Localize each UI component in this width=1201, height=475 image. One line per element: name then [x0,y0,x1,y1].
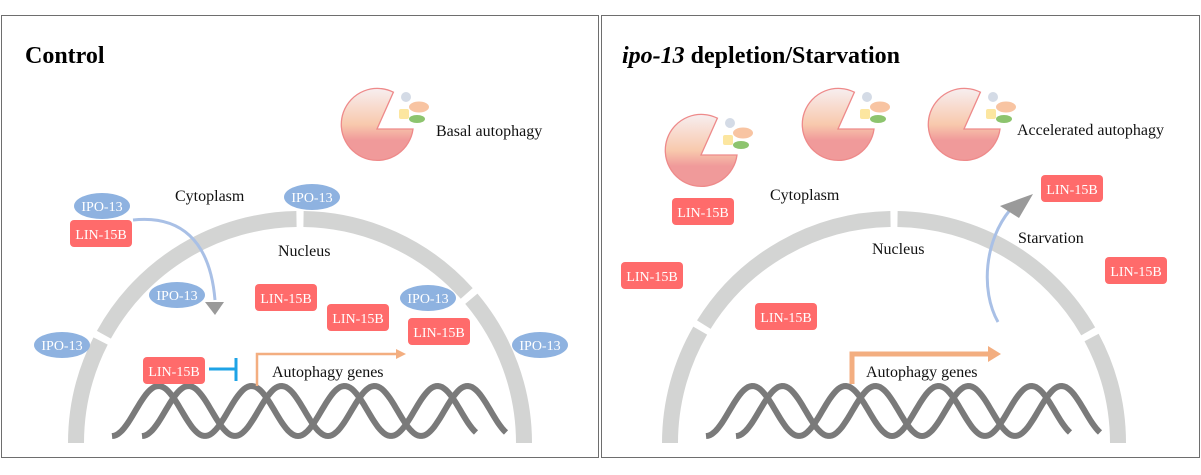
ipo-13-ellipse: IPO-13 [149,282,205,308]
dna-strand [141,382,509,440]
control-title: Control [25,43,105,69]
autophagosome-icon [664,113,753,187]
cargo-icon [870,101,890,113]
cytoplasm-label: Cytoplasm [770,187,840,204]
nuclear-envelope [662,211,1126,444]
cargo-icon [733,127,753,139]
svg-text:LIN-15B: LIN-15B [1046,183,1097,198]
mitochondrion-icon [409,115,425,123]
svg-text:IPO-13: IPO-13 [519,339,560,354]
svg-text:LIN-15B: LIN-15B [1110,265,1161,280]
envelope-segment [68,337,108,444]
depletion-starvation-panel [601,15,1200,458]
svg-text:IPO-13: IPO-13 [81,200,122,215]
lin-15b-box: LIN-15B [1105,257,1167,284]
svg-text:LIN-15B: LIN-15B [332,312,383,327]
ipo-13-ellipse: IPO-13 [512,332,568,358]
transcription-arrow [849,351,990,384]
lin-15b-box: LIN-15B [143,357,205,384]
cargo-icon [996,101,1016,113]
transcription-arrow [255,352,398,386]
autophagy-genes-label: Autophagy genes [866,364,978,381]
lin-15b-box: LIN-15B [70,220,132,247]
envelope-segment [897,211,1096,336]
arrow-head-icon [205,302,224,315]
lin-15b-box: LIN-15B [1041,175,1103,202]
mitochondrion-icon [996,115,1012,123]
cargo-icon [723,135,733,145]
lin-15b-box: LIN-15B [255,284,317,311]
accelerated-autophagy-label: Accelerated autophagy [1017,122,1164,139]
mitochondrion-icon [870,115,886,123]
svg-text:LIN-15B: LIN-15B [260,292,311,307]
arrow-head-icon [1000,194,1033,218]
autophagosome-icon [801,87,890,161]
lin-15b-box: LIN-15B [755,303,817,330]
svg-text:IPO-13: IPO-13 [156,289,197,304]
envelope-segment [303,211,473,299]
mitochondrion-icon [733,141,749,149]
dna-helix [111,382,509,440]
svg-text:LIN-15B: LIN-15B [75,228,126,243]
cargo-icon [725,118,735,128]
starvation-label: Starvation [1018,230,1084,247]
svg-text:LIN-15B: LIN-15B [760,311,811,326]
envelope-segment [1084,333,1126,444]
basal-autophagy-label: Basal autophagy [436,123,542,140]
svg-text:LIN-15B: LIN-15B [626,270,677,285]
ipo-13-ellipse: IPO-13 [74,193,130,219]
nuclear-envelope [68,211,532,444]
svg-text:LIN-15B: LIN-15B [148,365,199,380]
envelope-segment [465,293,532,444]
svg-text:LIN-15B: LIN-15B [677,206,728,221]
nuclear-import-arrow [132,217,217,301]
nuclear-export-arrow [985,209,1012,323]
ipo-13-ellipse: IPO-13 [400,285,456,311]
svg-text:IPO-13: IPO-13 [407,292,448,307]
cargo-icon [399,109,409,119]
autophagosome-icon [927,87,1016,161]
autophagosome-icon [340,87,429,161]
lin-15b-box: LIN-15B [672,198,734,225]
svg-text:LIN-15B: LIN-15B [413,326,464,341]
cargo-icon [988,92,998,102]
svg-text:IPO-13: IPO-13 [291,191,332,206]
autophagy-genes-label: Autophagy genes [272,364,384,381]
nucleus-label: Nucleus [872,241,924,258]
lin-15b-box: LIN-15B [408,318,470,345]
nucleus-label: Nucleus [278,243,330,260]
dna-helix [705,382,1103,440]
arrow-head-icon [988,346,1001,362]
lin-15b-box: LIN-15B [621,262,683,289]
dna-strand [735,382,1103,440]
envelope-segment [96,211,297,339]
arrow-head-icon [396,349,406,359]
lin-15b-box: LIN-15B [327,304,389,331]
cargo-icon [401,92,411,102]
depletion-title: ipo-13 depletion/Starvation [622,43,900,69]
cargo-icon [860,109,870,119]
ipo-13-ellipse: IPO-13 [34,332,90,358]
svg-text:IPO-13: IPO-13 [41,339,82,354]
cytoplasm-label: Cytoplasm [175,188,245,205]
cargo-icon [409,101,429,113]
cargo-icon [862,92,872,102]
cargo-icon [986,109,996,119]
ipo-13-ellipse: IPO-13 [284,184,340,210]
envelope-segment [697,211,891,329]
envelope-segment [662,326,708,444]
